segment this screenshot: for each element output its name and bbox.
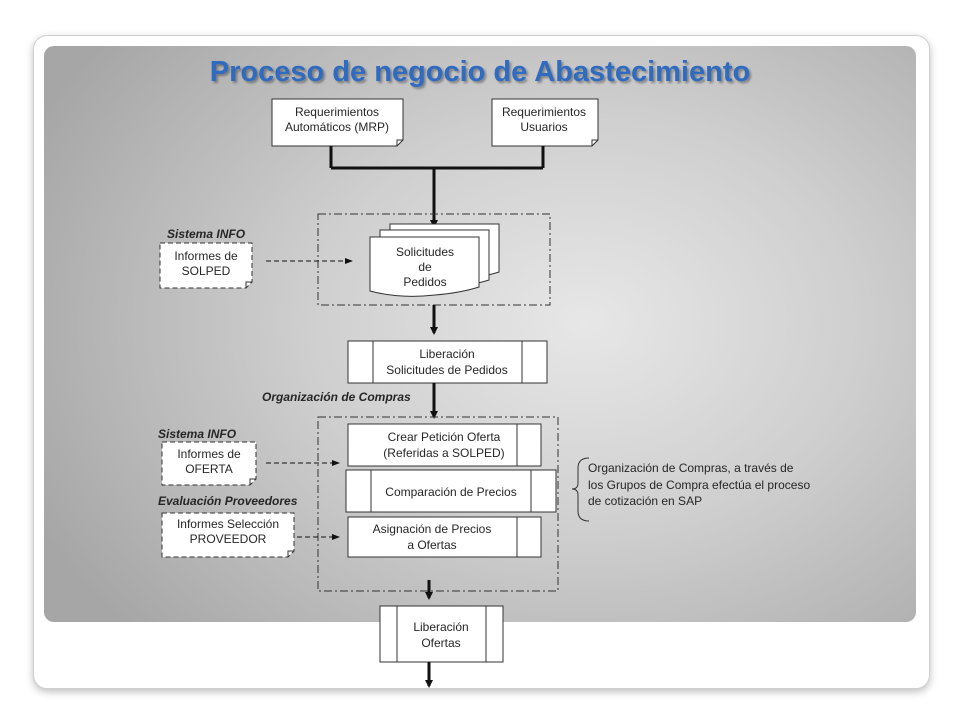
informes-seleccion-box: Informes Selección PROVEEDOR bbox=[161, 512, 295, 558]
note-bracket bbox=[571, 457, 590, 522]
informes-seleccion-line2: PROVEEDOR bbox=[190, 532, 267, 546]
asignacion-line1: Asignación de Precios bbox=[373, 522, 492, 536]
informes-solped-box: Informes de SOLPED bbox=[159, 242, 253, 289]
liberacion-solicitudes-line2: Solicitudes de Pedidos bbox=[386, 363, 507, 377]
informes-oferta-line1: Informes de bbox=[177, 447, 241, 461]
solicitudes-line3: Pedidos bbox=[403, 275, 446, 289]
crear-peticion-box: Crear Petición Oferta (Referidas a SOLPE… bbox=[347, 423, 542, 467]
slide-title: Proceso de negocio de Abastecimiento bbox=[209, 56, 751, 88]
informes-oferta-line2: OFERTA bbox=[185, 462, 233, 476]
note-line2: los Grupos de Compra efectúa el proceso bbox=[588, 478, 810, 492]
req-usuarios-line1: Requerimientos bbox=[502, 105, 586, 119]
sistema-info-label-1: Sistema INFO bbox=[167, 227, 246, 241]
req-mrp-box: Requerimientos Automáticos (MRP) bbox=[271, 98, 404, 147]
req-mrp-line1: Requerimientos bbox=[295, 105, 379, 119]
req-usuarios-line2: Usuarios bbox=[520, 120, 567, 134]
asignacion-box: Asignación de Precios a Ofertas bbox=[347, 516, 542, 558]
req-usuarios-box: Requerimientos Usuarios bbox=[491, 98, 599, 147]
informes-solped-line1: Informes de bbox=[174, 249, 238, 263]
organizacion-label: Organización de Compras bbox=[262, 390, 411, 404]
asignacion-line2: a Ofertas bbox=[407, 538, 456, 552]
req-mrp-line2: Automáticos (MRP) bbox=[285, 120, 389, 134]
liberacion-ofertas-box: Liberación Ofertas bbox=[379, 605, 504, 663]
informes-solped-line2: SOLPED bbox=[182, 264, 231, 278]
liberacion-ofertas-line1: Liberación bbox=[413, 620, 468, 634]
crear-peticion-line2: (Referidas a SOLPED) bbox=[383, 446, 504, 460]
informes-oferta-box: Informes de OFERTA bbox=[161, 441, 257, 486]
sistema-info-label-2: Sistema INFO bbox=[158, 427, 237, 441]
comparacion-box: Comparación de Precios bbox=[345, 469, 557, 513]
comparacion-line1: Comparación de Precios bbox=[385, 485, 516, 499]
evaluacion-label: Evaluación Proveedores bbox=[158, 494, 298, 508]
liberacion-solicitudes-line1: Liberación bbox=[419, 347, 474, 361]
crear-peticion-line1: Crear Petición Oferta bbox=[388, 430, 501, 444]
solicitudes-line2: de bbox=[418, 260, 432, 274]
solicitudes-documents: Solicitudes de Pedidos bbox=[369, 223, 500, 297]
cotizacion-container bbox=[317, 416, 559, 592]
note-line1: Organización de Compras, a través de bbox=[588, 461, 794, 475]
liberacion-ofertas-line2: Ofertas bbox=[421, 636, 460, 650]
merge-connector bbox=[329, 146, 545, 228]
informes-seleccion-line1: Informes Selección bbox=[177, 517, 279, 531]
note-line3: de cotización en SAP bbox=[588, 494, 702, 508]
solicitudes-line1: Solicitudes bbox=[396, 245, 454, 259]
liberacion-solicitudes-box: Liberación Solicitudes de Pedidos bbox=[347, 340, 548, 384]
